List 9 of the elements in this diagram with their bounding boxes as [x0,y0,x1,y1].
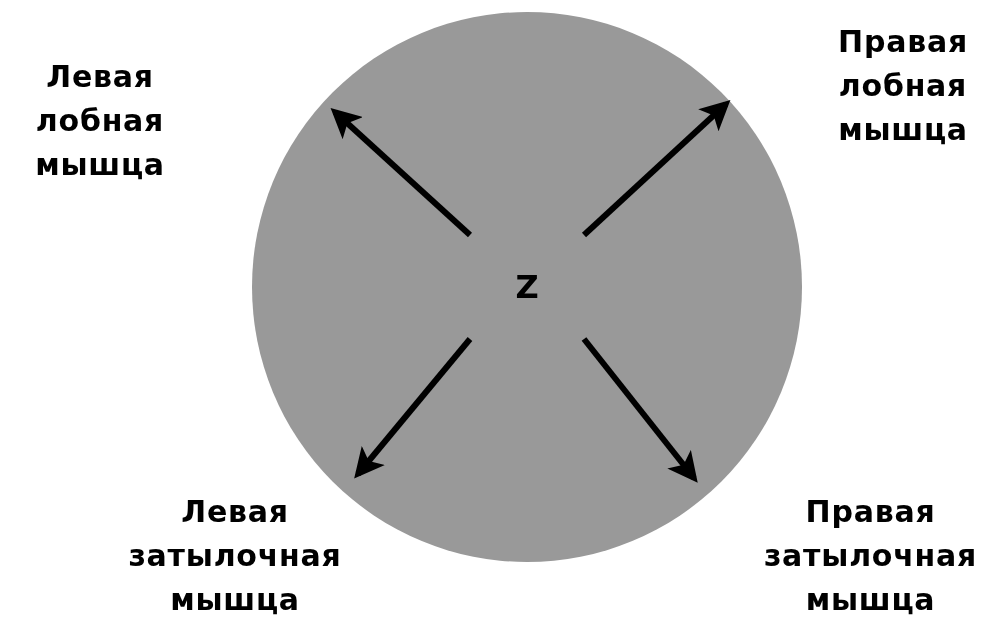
muscle-label: Левая лобная мышца [34,58,166,184]
muscle-label: Правая затылочная мышца [762,493,979,619]
muscle-label: Правая лобная мышца [837,23,969,149]
arrow [581,337,698,483]
arrow [581,99,731,238]
center-label: Z [462,227,592,347]
arrow [330,107,473,238]
muscle-label: Левая затылочная мышца [127,493,343,619]
arrow [354,337,473,479]
